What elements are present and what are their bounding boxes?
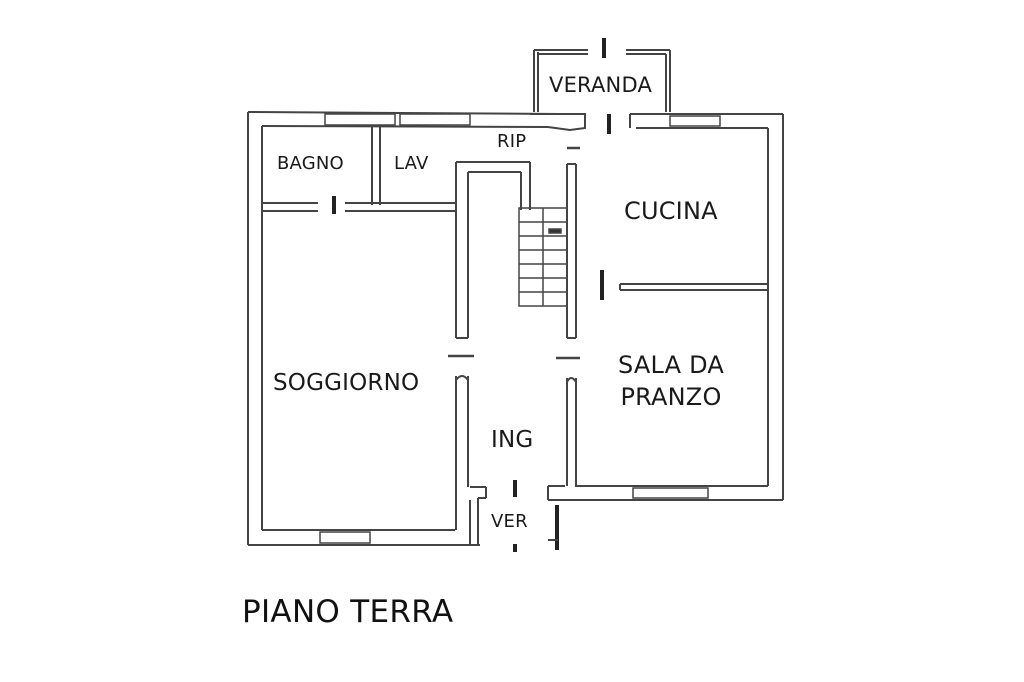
room-label-ver: VER [491,511,528,532]
room-label-rip: RIP [497,131,527,152]
room-label-sala-da-pranzo: SALA DA PRANZO [611,351,731,411]
room-label-sala-line1: SALA DA [618,351,724,379]
room-label-ing: ING [491,427,534,453]
door-marks [332,38,611,552]
outer-wall-right [767,114,784,500]
bagno-lav-walls [262,127,456,212]
floor-title: PIANO TERRA [242,594,454,630]
outer-wall-bottom-left [248,486,558,546]
corridor-left-wall [448,162,474,530]
outer-wall-bottom-right [547,485,783,501]
room-label-veranda: VERANDA [549,73,653,97]
room-label-sala-line2: PRANZO [620,382,722,411]
veranda-walls [533,49,671,112]
corridor-right-wall [556,146,580,486]
outer-wall-top-right [629,113,783,129]
room-label-lav: LAV [394,153,429,174]
room-label-bagno: BAGNO [277,153,344,174]
room-label-cucina: CUCINA [624,197,718,225]
outer-wall-left [247,112,263,545]
kitchen-dining-divider [619,283,768,291]
staircase [518,207,568,307]
outer-wall-top-left [247,111,586,132]
room-label-soggiorno: SOGGIORNO [273,370,420,396]
stair-enclosure [456,161,531,210]
